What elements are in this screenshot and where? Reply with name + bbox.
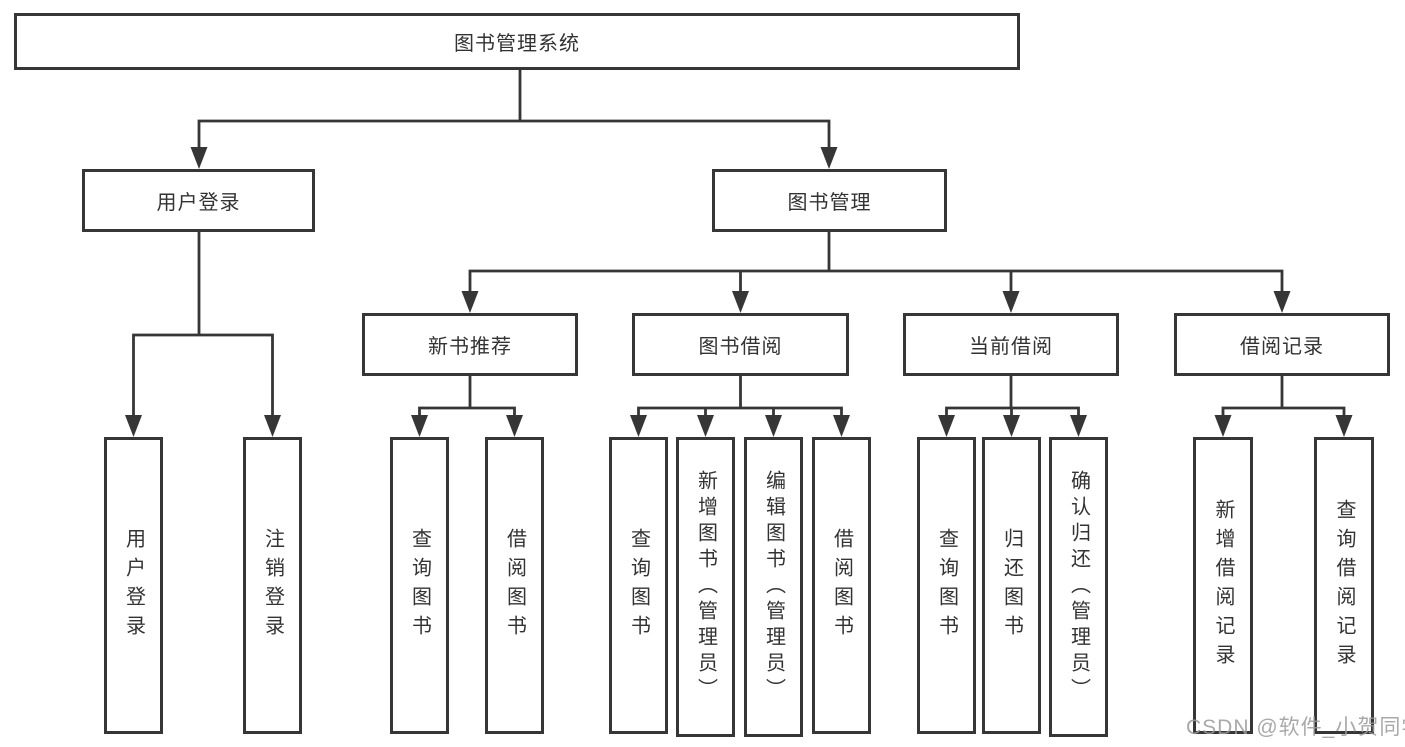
leaf-recommend-borrow-books: 借阅图书 <box>485 437 544 734</box>
arrowheads <box>125 147 1353 437</box>
leaf-records-add-record: 新增借阅记录 <box>1193 437 1253 734</box>
node-new-book-recommend: 新书推荐 <box>362 313 578 376</box>
leaf-label: 归还图书 <box>1000 527 1023 644</box>
leaf-label: 查询图书 <box>935 527 958 644</box>
leaf-label: 借阅图书 <box>503 527 526 644</box>
leaf-user-login: 用户登录 <box>104 437 163 734</box>
node-current-borrowing: 当前借阅 <box>903 313 1119 376</box>
node-library-system-root: 图书管理系统 <box>14 13 1020 70</box>
leaf-borrowing-query-books: 查询图书 <box>609 437 668 734</box>
leaf-recommend-query-books: 查询图书 <box>390 437 449 734</box>
leaf-current-query-books: 查询图书 <box>917 437 976 734</box>
leaf-records-query-record: 查询借阅记录 <box>1314 437 1374 734</box>
leaf-label: 用户登录 <box>122 527 145 644</box>
node-borrow-records: 借阅记录 <box>1174 313 1390 376</box>
node-label: 图书管理 <box>787 192 872 214</box>
leaf-label: 注销登录 <box>261 527 284 644</box>
leaf-borrowing-add-books-admin: 新增图书（管理员） <box>676 437 735 737</box>
leaf-current-confirm-return-admin: 确认归还（管理员） <box>1049 437 1108 737</box>
leaf-label: 查询图书 <box>408 527 431 644</box>
node-label: 用户登录 <box>156 192 241 214</box>
leaf-label: 新增图书（管理员） <box>694 470 717 704</box>
leaf-label: 查询图书 <box>627 527 650 644</box>
leaf-current-return-books: 归还图书 <box>982 437 1041 734</box>
leaf-label: 编辑图书（管理员） <box>762 470 785 704</box>
leaf-borrowing-borrow-books: 借阅图书 <box>812 437 871 734</box>
node-label: 图书借阅 <box>698 336 783 358</box>
leaf-logout: 注销登录 <box>243 437 302 734</box>
node-label: 新书推荐 <box>428 336 512 358</box>
leaf-borrowing-edit-books-admin: 编辑图书（管理员） <box>744 437 803 737</box>
node-label: 借阅记录 <box>1240 336 1324 358</box>
node-book-management: 图书管理 <box>712 169 947 232</box>
csdn-watermark: CSDN @软件_小贺同学 <box>1186 716 1405 739</box>
node-label: 图书管理系统 <box>454 33 580 55</box>
leaf-label: 借阅图书 <box>830 527 853 644</box>
leaf-label: 查询借阅记录 <box>1333 498 1355 673</box>
node-book-borrowing: 图书借阅 <box>632 313 849 376</box>
leaf-label: 新增借阅记录 <box>1212 498 1234 673</box>
node-user-login: 用户登录 <box>82 169 315 232</box>
leaf-label: 确认归还（管理员） <box>1067 470 1090 704</box>
node-label: 当前借阅 <box>969 336 1053 358</box>
